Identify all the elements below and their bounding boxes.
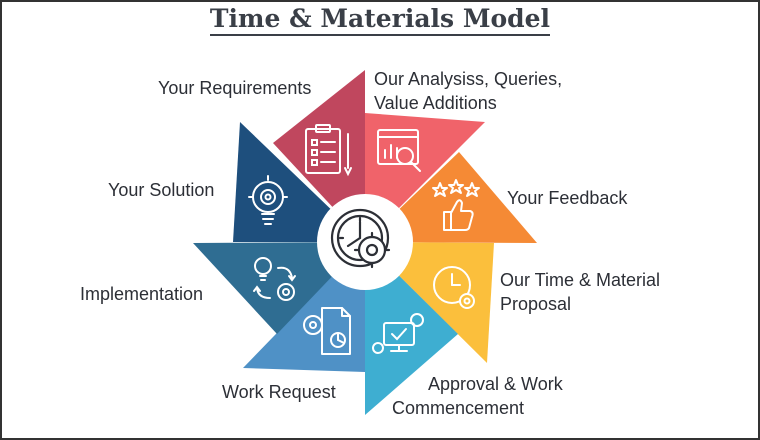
center-clock-gear-icon xyxy=(330,208,391,269)
monitor-analysis-icon xyxy=(377,129,421,172)
step-label-approval-line2: Commencement xyxy=(392,398,525,418)
blade-your-feedback xyxy=(365,152,537,243)
clock-gear-icon xyxy=(433,266,475,309)
step-label-your-solution: Your Solution xyxy=(108,180,215,200)
center-hub xyxy=(317,194,413,290)
step-label-time-material-line1: Our Time & Material xyxy=(500,270,661,290)
step-label-approval-line1: Approval & Work xyxy=(428,374,563,394)
step-label-our-analysis: Our Analysiss, Queries, Value Additions xyxy=(374,67,562,115)
step-label-implementation: Implementation xyxy=(80,284,204,304)
step-label-work-request: Work Request xyxy=(222,382,336,402)
thumbs-up-stars-icon xyxy=(432,179,480,231)
blade-approval-commencement xyxy=(365,242,458,415)
bulb-gear-icon xyxy=(248,175,288,225)
step-label-your-requirements: Your Requirements xyxy=(158,78,312,98)
step-label-our-analysis-line2: Value Additions xyxy=(374,93,497,113)
title-text: Time & Materials Model xyxy=(209,4,551,36)
blade-your-requirements xyxy=(273,70,365,242)
step-label-time-material-line2: Proposal xyxy=(500,294,572,314)
document-gears-icon xyxy=(303,307,351,355)
step-label-time-material-proposal: Our Time & Material Proposal xyxy=(500,268,660,316)
step-label-your-feedback: Your Feedback xyxy=(507,188,628,208)
bulb-gear-cycle-icon xyxy=(253,257,296,301)
step-label-approval-commencement: Approval & Work Commencement xyxy=(392,372,563,420)
clipboard-checklist-icon xyxy=(305,124,352,177)
page-title: Time & Materials Model xyxy=(0,4,760,36)
computer-check-icon xyxy=(372,313,424,354)
step-label-our-analysis-line1: Our Analysiss, Queries, xyxy=(374,69,563,89)
